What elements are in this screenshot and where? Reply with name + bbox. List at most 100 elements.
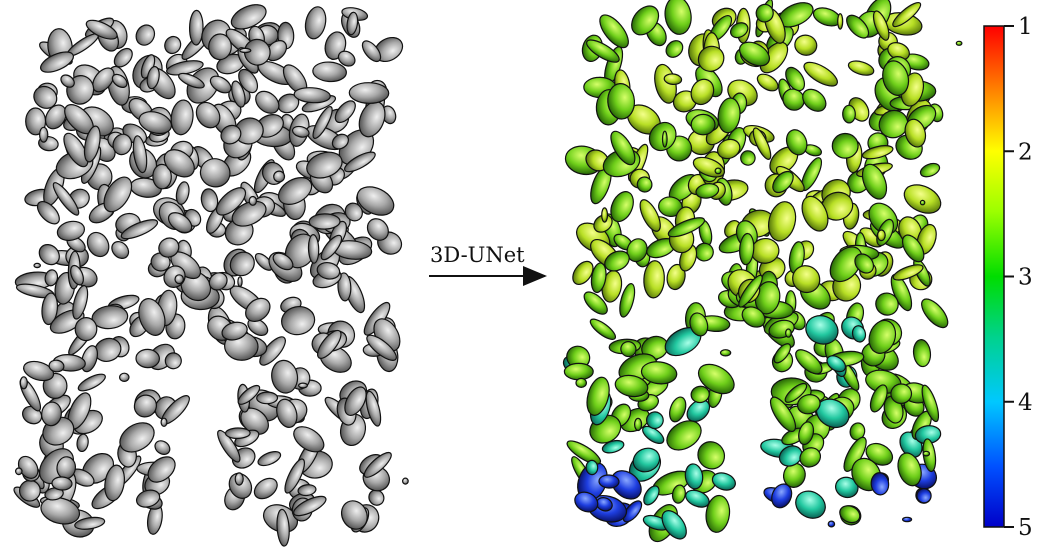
density-blob — [346, 11, 359, 36]
density-blob — [798, 421, 815, 446]
density-blob — [695, 183, 720, 199]
density-blob — [365, 390, 382, 427]
density-blob — [661, 510, 687, 540]
density-blob — [586, 39, 620, 63]
density-blob — [146, 65, 160, 90]
density-blob — [739, 232, 755, 266]
density-blob — [782, 88, 805, 111]
density-blob — [77, 373, 106, 392]
density-blob — [297, 484, 317, 497]
density-blob — [238, 68, 259, 94]
density-blob — [690, 78, 715, 106]
density-blob — [586, 376, 610, 416]
density-blob — [255, 90, 280, 114]
density-blob — [178, 72, 205, 89]
density-blob — [229, 251, 255, 277]
density-blob — [831, 132, 859, 159]
density-blob — [18, 479, 41, 502]
density-blob — [614, 374, 649, 398]
density-blob — [63, 132, 89, 168]
density-blob — [921, 298, 949, 329]
density-blob — [277, 177, 313, 205]
density-blob — [133, 394, 157, 418]
density-blob — [60, 74, 75, 88]
density-blob — [343, 151, 376, 173]
density-blob — [363, 451, 392, 478]
density-blob — [671, 484, 686, 504]
density-blob — [175, 181, 190, 205]
density-blob — [247, 317, 269, 337]
density-blob — [337, 50, 356, 67]
density-blob — [317, 329, 342, 359]
density-blob — [685, 489, 710, 508]
density-blob — [842, 104, 856, 124]
density-blob — [882, 60, 910, 96]
density-speck — [273, 170, 286, 183]
colorbar-tick-label: 2 — [1018, 139, 1033, 165]
density-speck — [601, 207, 609, 223]
density-blob — [604, 250, 630, 272]
density-blob — [356, 186, 395, 216]
density-blob — [209, 75, 232, 94]
density-blob — [72, 285, 89, 320]
density-speck — [14, 467, 23, 476]
density-blob — [686, 399, 711, 423]
density-blob — [583, 291, 608, 315]
density-blob — [835, 476, 859, 499]
density-blob — [220, 124, 242, 145]
density-blob — [113, 47, 133, 68]
density-speck — [901, 516, 913, 523]
density-blob — [224, 427, 251, 440]
density-blob — [631, 5, 660, 36]
density-blob — [711, 472, 736, 491]
density-blob — [861, 163, 888, 200]
density-blob — [796, 394, 821, 415]
density-blob — [690, 385, 710, 404]
density-blob — [854, 253, 875, 274]
density-blob — [872, 10, 890, 41]
density-speck — [160, 417, 168, 427]
density-blob — [868, 319, 897, 354]
density-blob — [643, 485, 660, 506]
density-blob — [666, 263, 686, 291]
density-blob — [642, 425, 665, 445]
density-blob — [667, 217, 706, 238]
density-blob — [199, 158, 231, 188]
density-speck — [119, 372, 130, 382]
density-speck — [922, 450, 931, 457]
density-blob — [164, 352, 182, 370]
density-speck — [877, 229, 886, 242]
density-blob — [784, 382, 808, 403]
density-blob — [320, 234, 343, 261]
density-blob — [281, 305, 316, 336]
density-blob — [208, 272, 228, 291]
density-blob — [361, 40, 382, 63]
density-blob — [870, 472, 890, 496]
density-blob — [36, 200, 60, 225]
colorbar-gradient — [983, 25, 1005, 528]
density-speck — [714, 167, 722, 175]
density-blob — [620, 341, 637, 358]
density-blob — [799, 447, 822, 468]
density-blob — [276, 398, 298, 428]
density-speck — [174, 274, 184, 285]
density-blob — [44, 487, 64, 501]
density-blob — [86, 231, 110, 258]
density-blob — [243, 38, 271, 66]
density-blob — [272, 252, 294, 271]
density-blob — [697, 441, 726, 470]
density-blob — [40, 497, 81, 525]
density-blob — [276, 508, 290, 547]
density-blob — [795, 349, 823, 375]
density-blob — [690, 113, 716, 136]
output-density-map — [562, 0, 963, 543]
unet-arrow: 3D-UNet — [429, 243, 547, 286]
density-blob — [215, 187, 247, 216]
density-blob — [331, 133, 349, 150]
density-blob — [752, 127, 772, 160]
density-blob — [636, 176, 653, 193]
density-blob — [245, 297, 271, 323]
density-blob — [663, 73, 683, 86]
density-blob — [851, 325, 867, 343]
